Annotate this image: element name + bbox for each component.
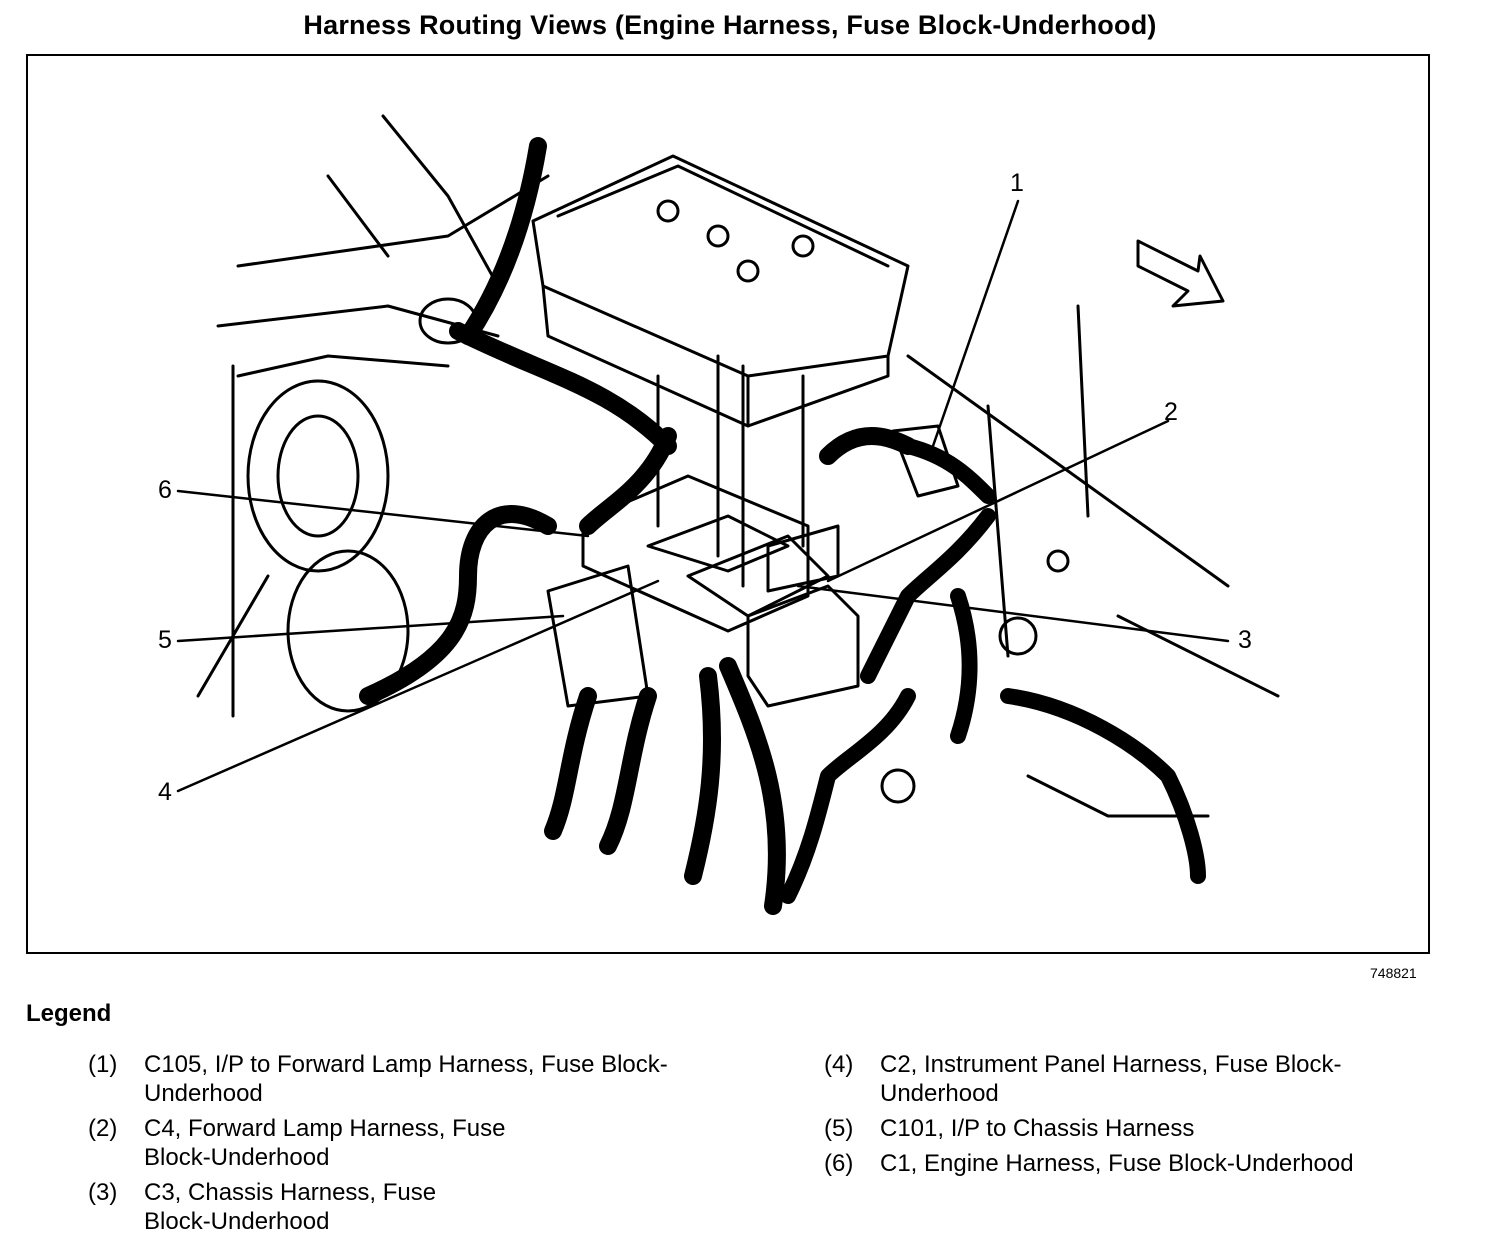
fuse-block-stud (736, 259, 760, 283)
fuse-block-stud (706, 224, 730, 248)
legend-column-left: (1) C105, I/P to Forward Lamp Harness, F… (88, 1050, 728, 1242)
harness-bundle (544, 687, 597, 840)
harness-bundle (860, 508, 996, 684)
fuse-block-stud (656, 199, 680, 223)
callout-5: 5 (158, 626, 172, 654)
legend-item-number: (6) (824, 1150, 854, 1177)
callout-1: 1 (1010, 169, 1024, 197)
body-panel-line (986, 404, 1010, 658)
legend-item-text: C101, I/P to Chassis Harness (880, 1115, 1195, 1142)
fuse-block-cover (556, 164, 890, 268)
diagram-title: Harness Routing Views (Engine Harness, F… (303, 10, 1157, 40)
legend-item: (4) C2, Instrument Panel Harness, Fuse B… (824, 1050, 1464, 1108)
illustration-frame: 1 2 3 4 5 6 (26, 54, 1430, 954)
fuse-block-cover (531, 154, 910, 378)
legend-item-text: C1, Engine Harness, Fuse Block-Underhood (880, 1150, 1354, 1177)
body-panel-line (1076, 304, 1090, 518)
harness-bundle (599, 687, 657, 855)
legend-item-number: (5) (824, 1115, 854, 1142)
body-panel-line (236, 174, 550, 268)
body-panel-line (326, 174, 390, 258)
connector-block (686, 534, 830, 618)
leader-line-4 (176, 579, 660, 793)
leader-line-5 (176, 614, 565, 643)
connector-block (581, 474, 810, 633)
ground-stud (1046, 549, 1070, 573)
strut-tower (246, 379, 390, 573)
body-panel-line (1116, 614, 1280, 698)
body-panel-line (906, 354, 1230, 588)
legend-item: (1) C105, I/P to Forward Lamp Harness, F… (88, 1050, 728, 1108)
harness-bundle (459, 137, 547, 345)
callout-4: 4 (158, 778, 172, 806)
figure-id: 748821 (1370, 965, 1417, 981)
legend-title: Legend (26, 1000, 112, 1027)
body-panel-line (381, 114, 500, 288)
fuse-block-stud (791, 234, 815, 258)
harness-bundle (900, 438, 996, 504)
front-direction-arrow (1136, 239, 1225, 308)
legend-item: (5) C101, I/P to Chassis Harness (824, 1114, 1464, 1143)
legend-item: (2) C4, Forward Lamp Harness, Fuse Block… (88, 1114, 728, 1172)
callout-3: 3 (1238, 626, 1252, 654)
strut-tower (276, 414, 360, 538)
leader-line-2 (826, 419, 1170, 583)
connector-block (746, 584, 860, 708)
harness-bundle (1000, 688, 1206, 884)
legend-item-number: (1) (88, 1051, 118, 1078)
body-panel-line (1026, 774, 1210, 818)
legend-item-number: (4) (824, 1051, 854, 1078)
legend-item-text: C105, I/P to Forward Lamp Harness, Fuse … (144, 1051, 668, 1107)
connector-block (646, 514, 790, 573)
leader-line-1 (931, 199, 1020, 448)
legend-item: (3) C3, Chassis Harness, Fuse Block-Unde… (88, 1178, 728, 1236)
harness-bundle (950, 588, 978, 744)
strut-tower (286, 549, 410, 713)
legend-item-text: C2, Instrument Panel Harness, Fuse Block… (880, 1051, 1342, 1107)
ground-stud (880, 768, 916, 804)
harness-bundle (449, 322, 677, 455)
harness-bundle (579, 427, 677, 535)
leader-line-3 (796, 584, 1230, 643)
callout-2: 2 (1164, 398, 1178, 426)
body-panel-line (196, 574, 270, 698)
legend-item-number: (3) (88, 1179, 118, 1206)
body-panel-line (236, 354, 450, 378)
leader-line-6 (176, 489, 590, 538)
harness-illustration (176, 114, 1280, 915)
harness-bundle (359, 505, 557, 705)
ground-stud (998, 616, 1038, 656)
callout-6: 6 (158, 476, 172, 504)
harness-bundle (719, 657, 786, 915)
harness-bundle (780, 688, 916, 904)
harness-bundle (684, 667, 722, 885)
connector-c105 (891, 424, 960, 498)
legend-item-text: C4, Forward Lamp Harness, Fuse Block-Und… (144, 1115, 506, 1171)
legend-item: (6) C1, Engine Harness, Fuse Block-Under… (824, 1149, 1464, 1178)
legend-column-right: (4) C2, Instrument Panel Harness, Fuse B… (824, 1050, 1464, 1184)
legend-item-text: C3, Chassis Harness, Fuse Block-Underhoo… (144, 1179, 437, 1235)
legend-item-number: (2) (88, 1115, 118, 1142)
fuse-block-cover (541, 284, 890, 428)
